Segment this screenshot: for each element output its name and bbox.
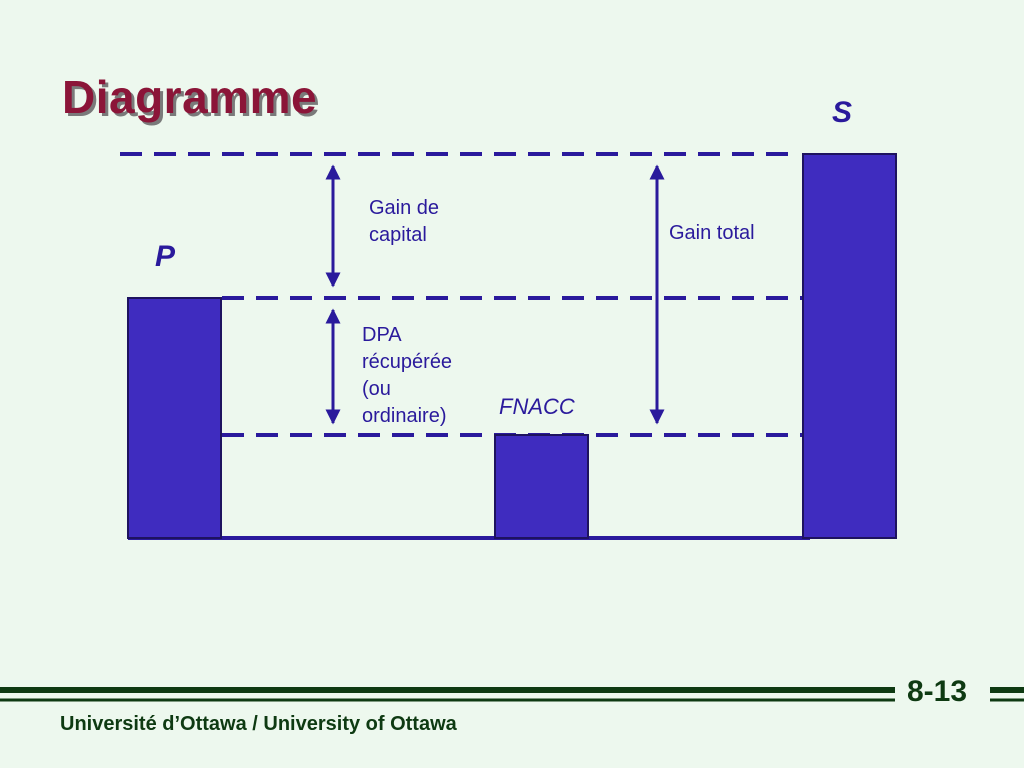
label-p: P <box>155 240 176 273</box>
bar-fnacc <box>494 434 589 539</box>
label-dpa-line1: DPA <box>362 324 402 346</box>
label-gain-de-capital: Gain de capital <box>369 195 439 249</box>
label-gain-de-capital-line2: capital <box>369 224 427 246</box>
label-dpa: DPA récupérée (ou ordinaire) <box>362 322 452 430</box>
footer-university: Université d’Ottawa / University of Otta… <box>60 713 457 735</box>
label-dpa-line2: récupérée <box>362 351 453 373</box>
bar-p <box>127 297 222 539</box>
label-fnacc: FNACC <box>499 394 575 419</box>
label-s: S <box>832 96 853 129</box>
bar-s <box>802 153 897 539</box>
label-dpa-line3: (ou <box>362 378 391 400</box>
label-gain-de-capital-line1: Gain de <box>369 197 440 219</box>
label-gain-total: Gain total <box>669 222 755 244</box>
page-number: 8-13 <box>907 675 968 708</box>
label-dpa-line4: ordinaire) <box>362 405 447 427</box>
slide-title: Diagramme <box>62 71 318 123</box>
